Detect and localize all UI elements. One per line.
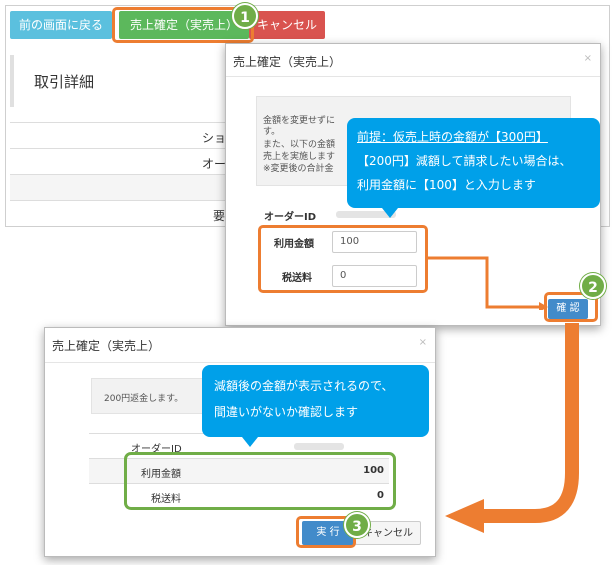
step-3-badge: 3 xyxy=(344,512,370,538)
shipping-label: 税送料 xyxy=(282,273,312,284)
table-row: 利用金額 100 xyxy=(89,458,389,483)
amount-input[interactable]: 100 xyxy=(332,231,417,253)
confirm-button[interactable]: 確 認 xyxy=(548,299,588,319)
dialog-divider xyxy=(226,76,600,77)
table-row: オー xyxy=(10,148,240,175)
close-icon[interactable]: × xyxy=(418,337,427,348)
close-icon[interactable]: × xyxy=(583,53,592,64)
amount-value: 100 xyxy=(363,465,384,476)
callout-tail xyxy=(242,437,258,447)
flow-arrow xyxy=(445,323,579,533)
table-row: ショ xyxy=(10,122,240,149)
order-id-value xyxy=(336,211,396,218)
order-id-label: オーダーID xyxy=(131,444,182,455)
shipping-input[interactable]: 0 xyxy=(332,265,417,287)
shipping-label: 税送料 xyxy=(151,494,181,505)
step-1-badge: 1 xyxy=(232,3,258,29)
shipping-value: 0 xyxy=(377,490,384,501)
execute-button[interactable]: 実 行 xyxy=(302,521,354,545)
highlight-result-values xyxy=(124,452,396,510)
detail-header: 取引詳細 xyxy=(10,55,240,107)
order-id-value xyxy=(294,443,344,450)
callout-instruction-1: 前提：仮売上時の金額が【300円】 【200円】減額して請求したい場合は、 利用… xyxy=(347,118,600,208)
back-button[interactable]: 前の画面に戻る xyxy=(10,11,112,39)
dialog-divider xyxy=(45,362,435,363)
step-2-badge: 2 xyxy=(580,273,606,299)
dialog-title: 売上確定（実売上） xyxy=(52,339,161,353)
amount-label: 利用金額 xyxy=(141,469,181,480)
highlight-inputs xyxy=(258,225,428,293)
callout-instruction-2: 減額後の金額が表示されるので、 間違いがないか確認します xyxy=(202,365,429,437)
dialog-title: 売上確定（実売上） xyxy=(233,55,342,69)
highlight-confirm xyxy=(544,292,598,322)
sale-confirm-button[interactable]: 売上確定（実売上） xyxy=(119,11,249,39)
callout-tail xyxy=(382,208,398,218)
info-message: 200円返金します。 xyxy=(91,378,211,414)
amount-label: 利用金額 xyxy=(274,239,314,250)
sale-confirm-dialog-result: 売上確定（実売上） × 200円返金します。 オーダーID 利用金額 100 税… xyxy=(44,327,436,557)
cancel-sale-button[interactable]: キャンセル xyxy=(249,11,325,39)
connector-arrow xyxy=(428,256,548,310)
page-title: 取引詳細 xyxy=(34,73,95,91)
table-row: 要 xyxy=(10,200,240,227)
table-row xyxy=(10,174,240,201)
order-id-label: オーダーID xyxy=(264,212,317,223)
table-row: 税送料 0 xyxy=(89,483,389,508)
